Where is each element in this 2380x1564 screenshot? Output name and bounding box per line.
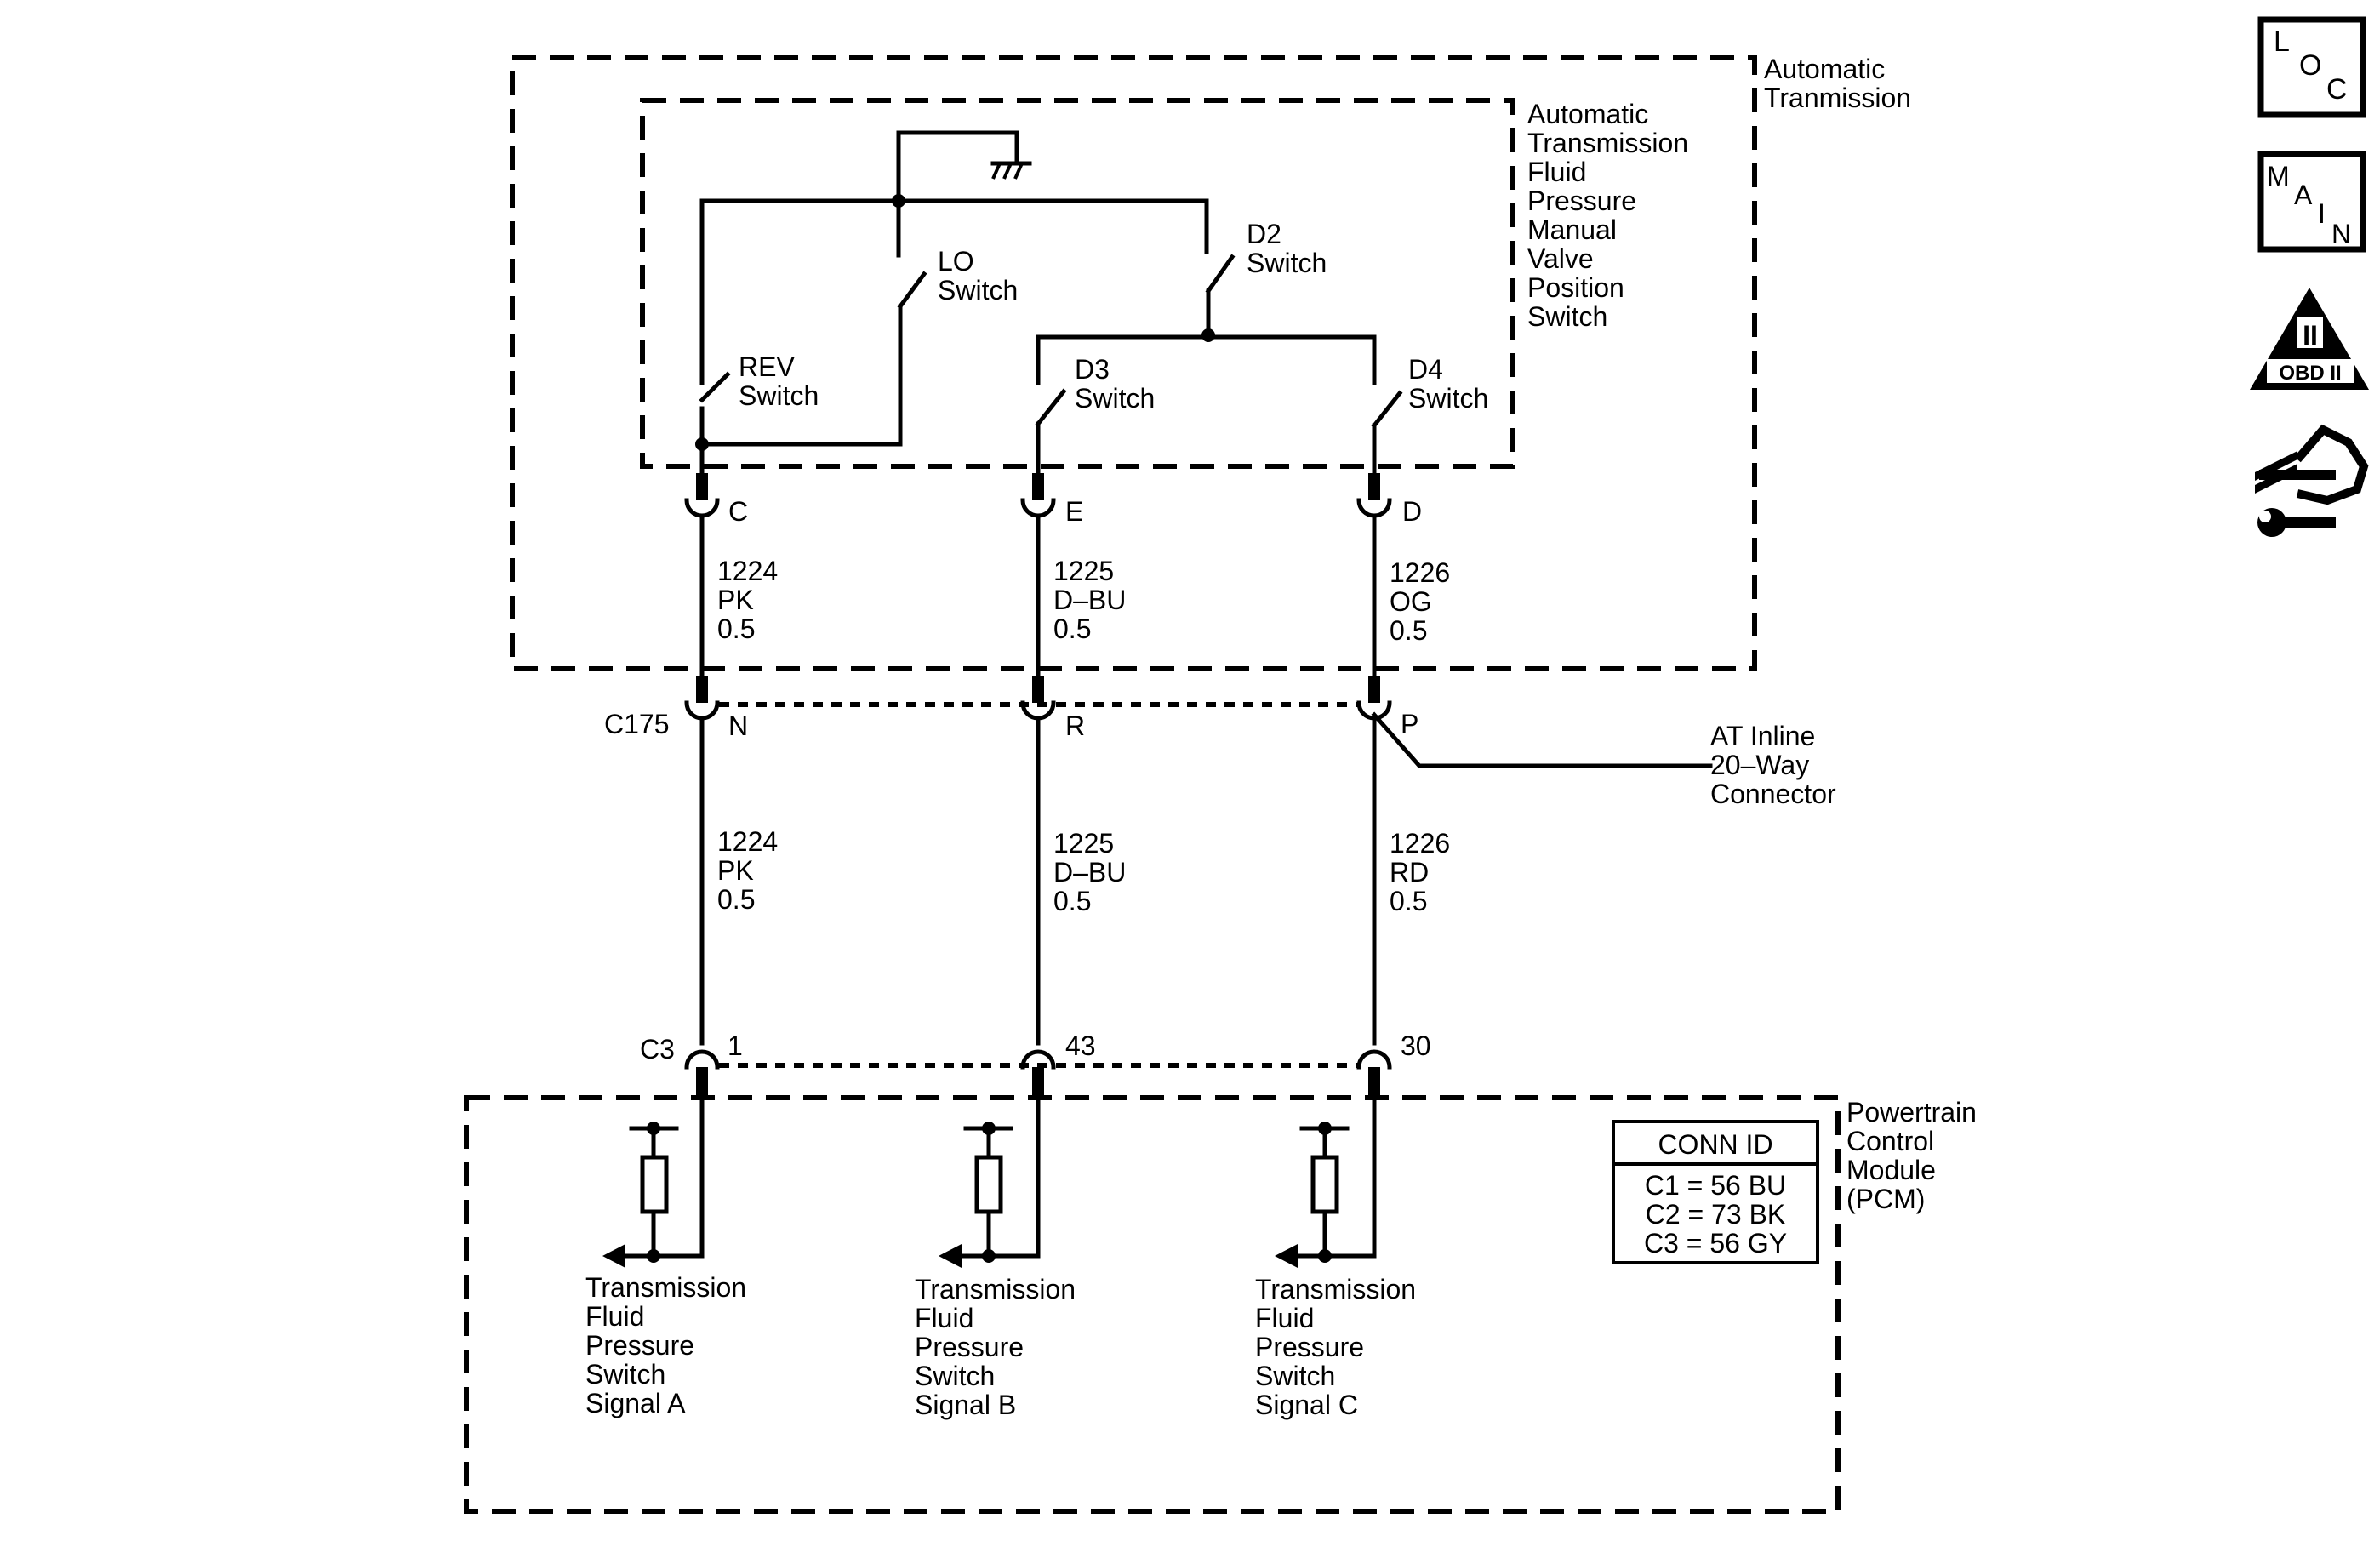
conn-id-row: C1 = 56 BU xyxy=(1645,1170,1786,1201)
pin-label-c: C xyxy=(728,496,748,527)
wire-label-lower-1: 1224 PK 0.5 xyxy=(717,826,785,915)
ground-icon xyxy=(990,130,1032,180)
wire-runs xyxy=(696,473,1380,1259)
automatic-transmission-boundary xyxy=(510,55,1757,671)
pcm-input-circuit-c xyxy=(1275,1122,1377,1268)
svg-text:OBD II: OBD II xyxy=(2279,362,2341,385)
conn-id-table: CONN ID C1 = 56 BU C2 = 73 BK C3 = 56 GY xyxy=(1612,1120,1819,1264)
hand-wrench-icon[interactable] xyxy=(2255,424,2369,537)
main-icon[interactable] xyxy=(2257,151,2366,253)
pcm-input-circuit-a xyxy=(602,1122,705,1268)
d3-switch-label: D3 Switch xyxy=(1075,354,1155,414)
signal-c-label: Transmission Fluid Pressure Switch Signa… xyxy=(1255,1274,1424,1420)
loc-icon[interactable] xyxy=(2257,16,2366,118)
wire-label-upper-1: 1224 PK 0.5 xyxy=(717,556,785,644)
pressure-switch-label: Automatic Transmission Fluid Pressure Ma… xyxy=(1527,99,1696,332)
c175-label: C175 xyxy=(604,709,670,739)
lo-switch-blade xyxy=(897,271,927,310)
inline-connector-leader xyxy=(1371,711,1713,768)
inline-connector-label: AT Inline 20–Way Connector xyxy=(1710,721,1836,809)
pull-up-resistor xyxy=(640,1155,669,1214)
connector-cups xyxy=(684,498,1392,1070)
pressure-switch-boundary xyxy=(640,98,1515,469)
svg-text:I: I xyxy=(2318,198,2326,229)
wire-label-lower-2: 1225 D–BU 0.5 xyxy=(1053,828,1133,916)
svg-text:A: A xyxy=(2294,180,2313,210)
main-button[interactable]: M A I N xyxy=(2257,151,2366,253)
conn-id-row: C2 = 73 BK xyxy=(1646,1199,1786,1230)
conn-id-row: C3 = 56 GY xyxy=(1644,1228,1787,1259)
pin-label-p: P xyxy=(1401,709,1418,739)
d4-switch-label: D4 Switch xyxy=(1408,354,1488,414)
c3-label: C3 xyxy=(640,1034,675,1065)
svg-text:M: M xyxy=(2267,161,2290,191)
automatic-transmission-label: Automatic Tranmission xyxy=(1764,54,1911,113)
svg-text:II: II xyxy=(2303,320,2318,351)
wire-label-upper-3: 1226 OG 0.5 xyxy=(1390,557,1458,646)
signal-a-label: Transmission Fluid Pressure Switch Signa… xyxy=(585,1272,754,1418)
repair-button[interactable] xyxy=(2255,424,2369,537)
pin-label-n: N xyxy=(728,711,748,741)
wire-label-upper-2: 1225 D–BU 0.5 xyxy=(1053,556,1133,644)
pcm-label: Powertrain Control Module (PCM) xyxy=(1846,1097,1984,1214)
lo-switch-label: LO Switch xyxy=(938,246,1018,305)
loc-button[interactable]: L O C xyxy=(2257,16,2366,118)
pin-label-30: 30 xyxy=(1401,1030,1431,1061)
wire-label-lower-3: 1226 RD 0.5 xyxy=(1390,828,1458,916)
pull-up-resistor xyxy=(1310,1155,1339,1214)
pin-label-e: E xyxy=(1065,496,1083,527)
svg-text:N: N xyxy=(2331,219,2351,249)
obd-ii-button[interactable]: II OBD II xyxy=(2250,288,2369,390)
d2-switch-blade xyxy=(1205,254,1236,294)
pin-label-d: D xyxy=(1402,496,1422,527)
d3-switch-blade xyxy=(1035,388,1067,427)
pcm-input-circuit-b xyxy=(939,1122,1041,1268)
pin-label-1: 1 xyxy=(728,1030,743,1061)
switch-network: REV Switch LO Switch D2 Switch D3 Switch xyxy=(695,130,1488,481)
pin-label-43: 43 xyxy=(1065,1030,1096,1061)
conn-id-title: CONN ID xyxy=(1658,1129,1772,1160)
pcm-boundary xyxy=(464,1095,1841,1514)
pin-label-r: R xyxy=(1065,711,1085,741)
pull-up-resistor xyxy=(974,1155,1003,1214)
d2-switch-label: D2 Switch xyxy=(1247,219,1327,278)
d4-switch-blade xyxy=(1371,390,1403,429)
svg-text:L: L xyxy=(2274,26,2290,58)
rev-switch-blade xyxy=(699,371,731,403)
rev-switch-label: REV Switch xyxy=(739,351,819,411)
svg-text:O: O xyxy=(2299,49,2321,82)
svg-text:C: C xyxy=(2326,73,2348,106)
signal-b-label: Transmission Fluid Pressure Switch Signa… xyxy=(915,1274,1083,1420)
